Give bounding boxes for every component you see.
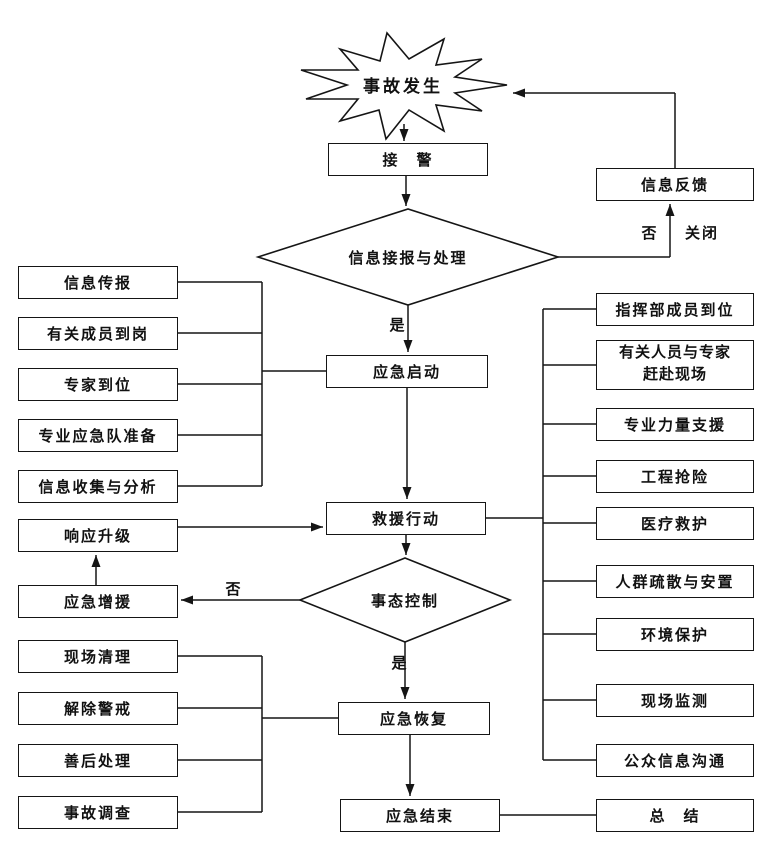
decision-info-processing-label: 信息接报与处理: [348, 250, 468, 267]
node-site-cleanup: 现场清理: [18, 640, 178, 673]
node-public-info-communication: 公众信息沟通: [596, 744, 754, 777]
node-emergency-launch: 应急启动: [326, 355, 488, 388]
node-summary: 总 结: [596, 799, 754, 832]
node-rescue-action: 救援行动: [326, 502, 486, 535]
node-medical-rescue: 医疗救护: [596, 507, 754, 540]
node-info-feedback: 信息反馈: [596, 168, 754, 201]
start-burst-label: 事故发生: [363, 76, 443, 96]
close-label: 关闭: [684, 225, 719, 242]
yes-label-1: 是: [389, 317, 407, 334]
node-emergency-team-ready: 专业应急队准备: [18, 419, 178, 452]
node-engineering-rescue: 工程抢险: [596, 460, 754, 493]
node-personnel-experts-to-scene: 有关人员与专家 赶赴现场: [596, 340, 754, 390]
no-label-feedback: 否: [641, 225, 659, 242]
node-info-report: 信息传报: [18, 266, 178, 299]
starburst-shape: [300, 31, 508, 141]
node-command-members-in-place: 指挥部成员到位: [596, 293, 754, 326]
node-receive-alarm: 接 警: [328, 143, 488, 176]
node-emergency-end: 应急结束: [340, 799, 500, 832]
node-emergency-recovery: 应急恢复: [338, 702, 490, 735]
decision-diamond-control: [297, 557, 513, 643]
feedback-connector: [558, 93, 676, 258]
node-lift-alert: 解除警戒: [18, 692, 178, 725]
node-info-collection-analysis: 信息收集与分析: [18, 470, 178, 503]
node-site-monitoring: 现场监测: [596, 684, 754, 717]
node-accident-investigation: 事故调查: [18, 796, 178, 829]
node-members-on-duty: 有关成员到岗: [18, 317, 178, 350]
node-crowd-evacuation: 人群疏散与安置: [596, 565, 754, 598]
no-label-situation: 否: [225, 581, 243, 598]
decision-situation-control-label: 事态控制: [370, 593, 439, 610]
node-response-escalation: 响应升级: [18, 519, 178, 552]
right-connector: [486, 308, 596, 761]
yes-label-2: 是: [391, 655, 409, 672]
node-emergency-reinforcement: 应急增援: [18, 585, 178, 618]
node-experts-in-place: 专家到位: [18, 368, 178, 401]
node-environment-protection: 环境保护: [596, 618, 754, 651]
left-top-connector: [178, 281, 326, 487]
node-aftermath-handling: 善后处理: [18, 744, 178, 777]
node-professional-force-support: 专业力量支援: [596, 408, 754, 441]
left-bottom-connector: [178, 655, 338, 813]
